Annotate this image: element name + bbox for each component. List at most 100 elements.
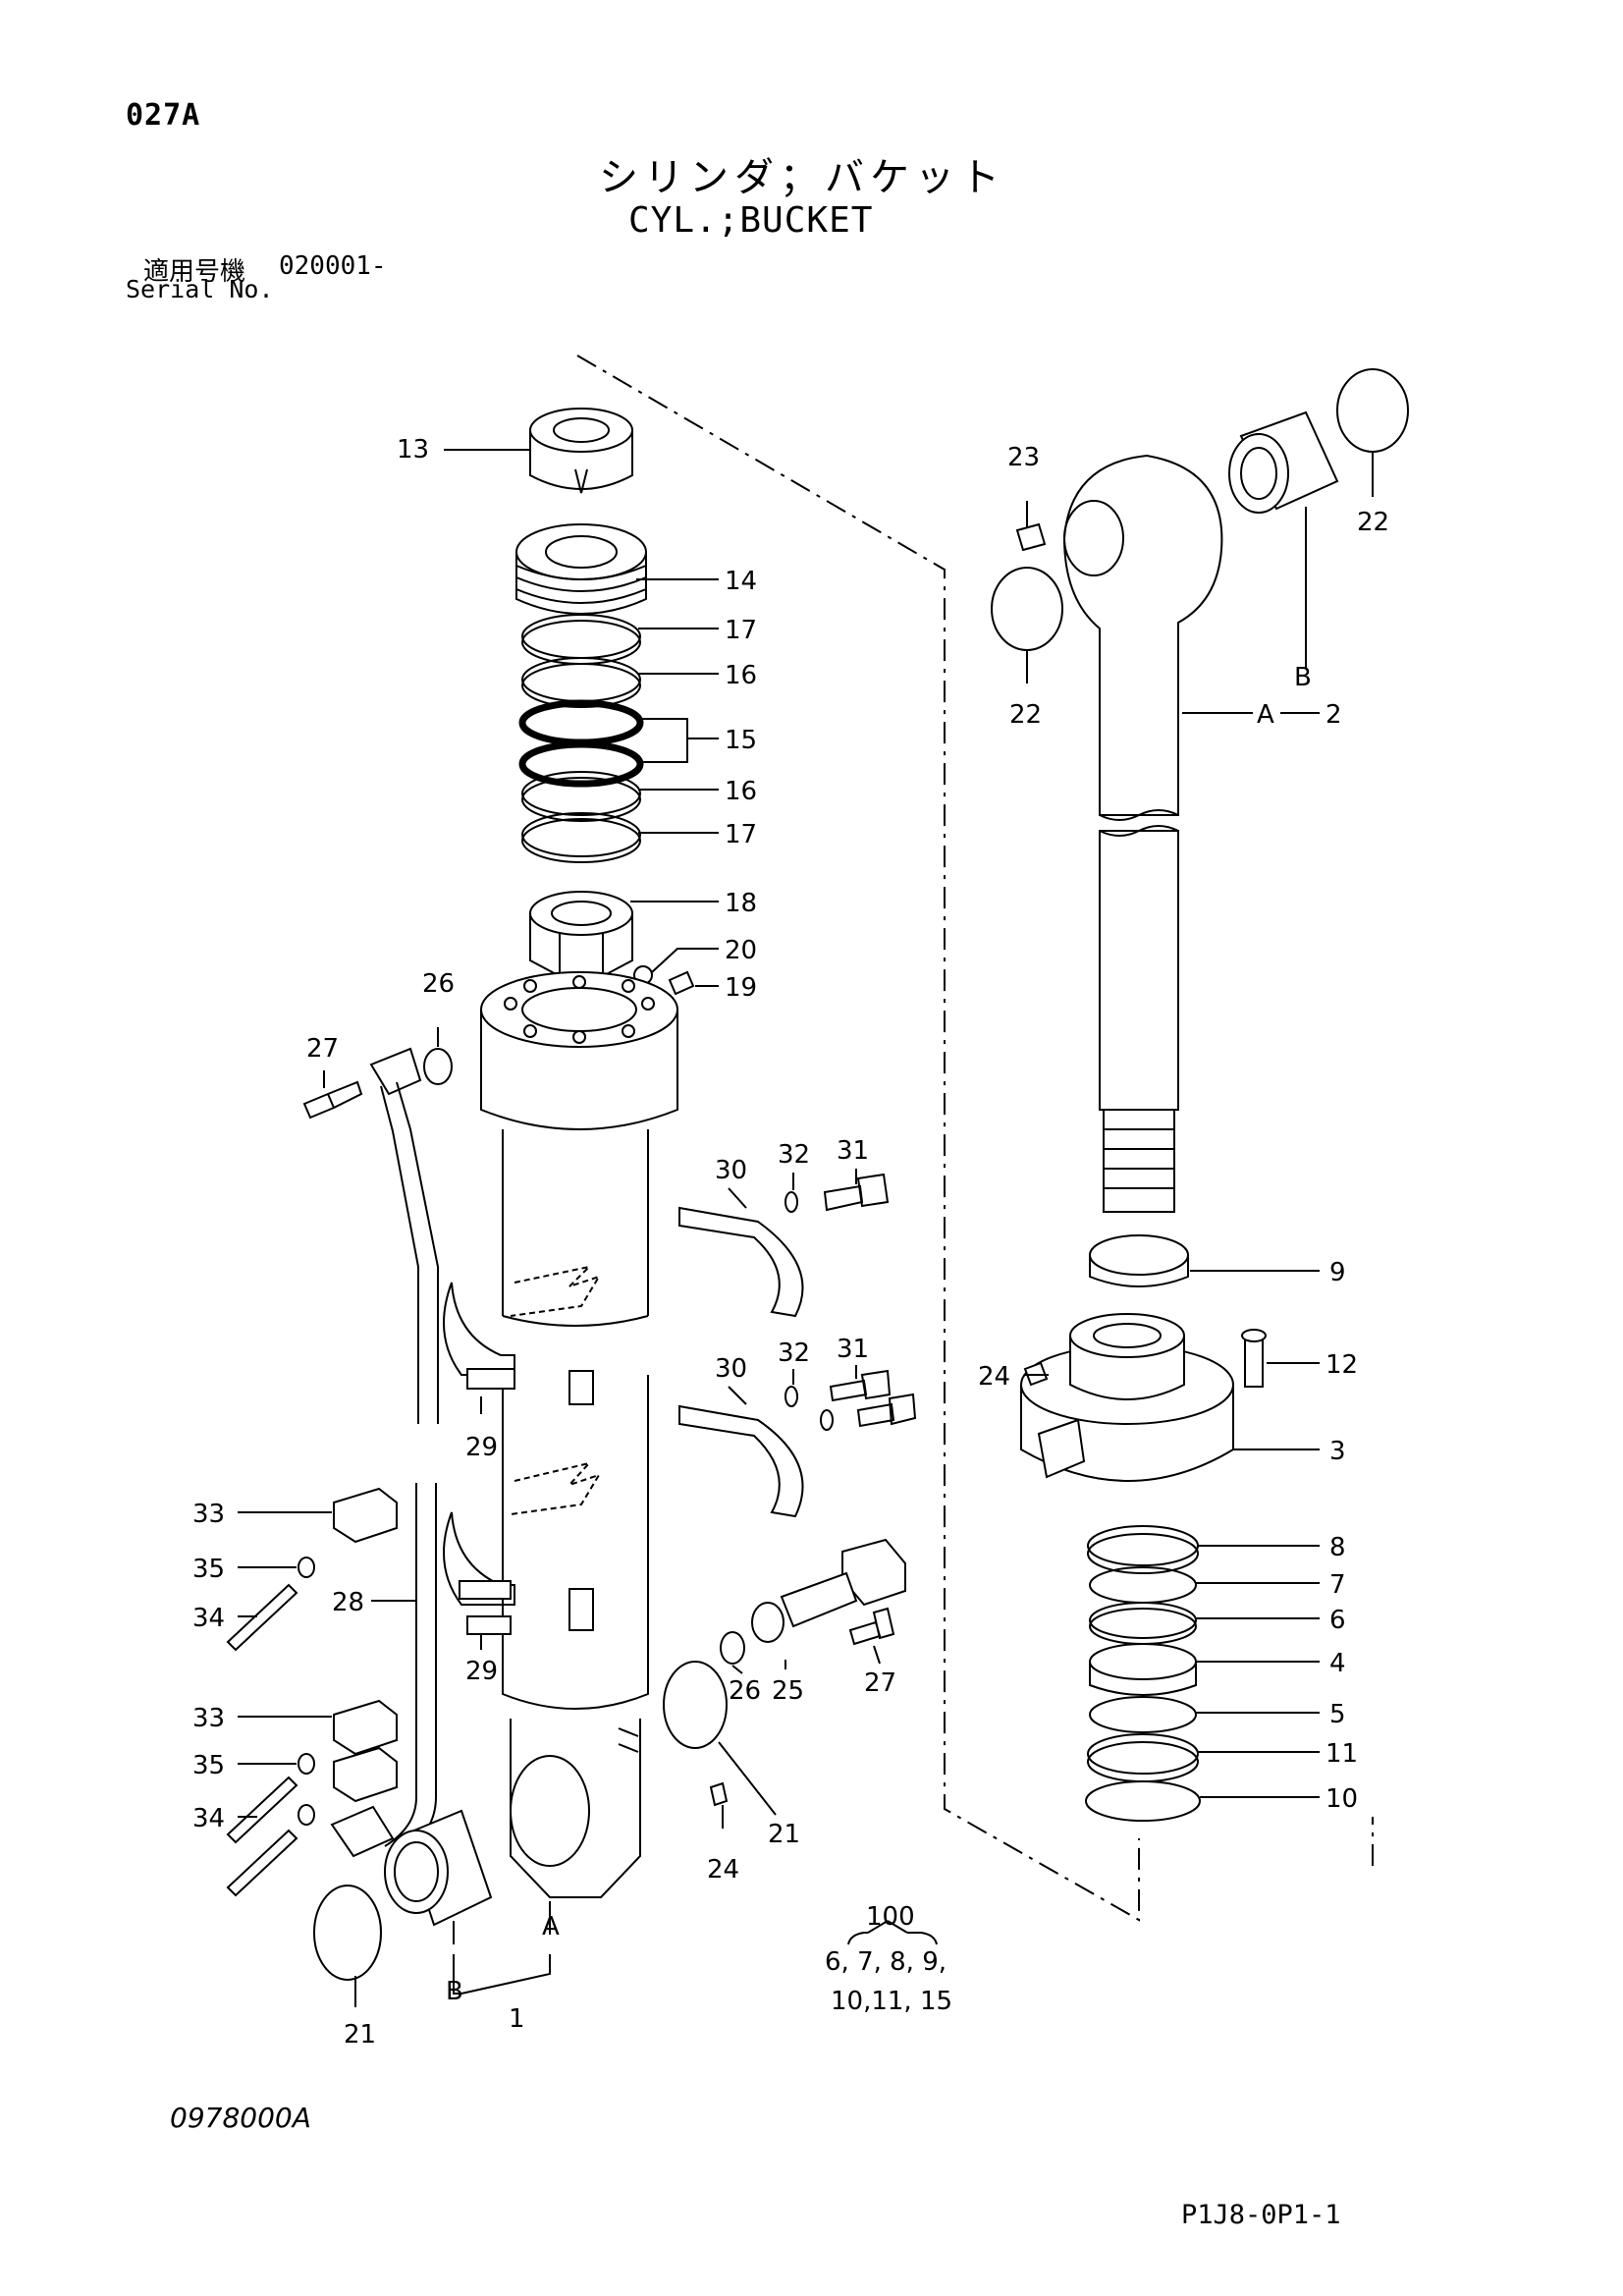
callout-31: 31 <box>837 1335 869 1364</box>
callout-7: 7 <box>1329 1570 1346 1600</box>
cylinder-tube-part <box>480 971 678 1898</box>
callout-28: 28 <box>332 1588 364 1617</box>
cylinder-head-part <box>515 523 647 615</box>
grease-fitting-part <box>1015 522 1047 552</box>
callout-29: 29 <box>465 1657 498 1686</box>
callout-6: 6 <box>1329 1606 1346 1635</box>
callout-9: 9 <box>1329 1258 1346 1287</box>
callout-2: 2 <box>1325 700 1342 730</box>
clamp-bolt-part <box>784 1173 890 1213</box>
letter-b: B <box>446 1977 463 2006</box>
kit-contents-line-1: 6, 7, 8, 9, <box>825 1947 947 1977</box>
callout-1: 1 <box>509 2004 525 2034</box>
callout-10: 10 <box>1325 1784 1358 1814</box>
callout-4: 4 <box>1329 1649 1346 1678</box>
o-ring-part <box>423 1048 453 1085</box>
callout-24: 24 <box>978 1362 1010 1392</box>
callout-22: 22 <box>1357 508 1389 537</box>
letter-a: A <box>542 1912 560 1941</box>
seal-ring-part <box>313 1885 382 1981</box>
callout-23: 23 <box>1007 443 1040 472</box>
wear-ring-part <box>1089 1234 1189 1276</box>
callout-18: 18 <box>725 889 757 918</box>
callout-17: 17 <box>725 616 757 645</box>
callout-24: 24 <box>707 1855 739 1885</box>
callout-26: 26 <box>422 969 455 999</box>
callout-16: 16 <box>725 661 757 690</box>
callout-27: 27 <box>306 1034 339 1064</box>
callout-19: 19 <box>725 973 757 1003</box>
callout-26: 26 <box>729 1676 761 1706</box>
pipe-elbow-part <box>369 1047 439 1424</box>
o-ring-part <box>720 1631 745 1665</box>
callout-11: 11 <box>1325 1739 1358 1769</box>
callout-35: 35 <box>192 1751 225 1780</box>
callout-8: 8 <box>1329 1533 1346 1562</box>
rod-eye-bushing-part <box>1228 410 1339 514</box>
callout-35: 35 <box>192 1555 225 1584</box>
page-reference: P1J8-0P1-1 <box>1181 2200 1341 2230</box>
set-screw-part <box>668 970 695 996</box>
callout-32: 32 <box>778 1140 810 1170</box>
callout-16: 16 <box>725 777 757 806</box>
callout-29: 29 <box>465 1433 498 1462</box>
callout-20: 20 <box>725 936 757 965</box>
pipe-clamp-part <box>443 1404 804 1635</box>
page-title-english: CYL.;BUCKET <box>628 200 874 241</box>
page-title-japanese: シリンダ；バケット <box>599 155 1005 200</box>
holder-bolt-part <box>226 1583 298 1897</box>
piston-nut-part <box>529 891 633 977</box>
clamp-bolt-part <box>784 1369 917 1431</box>
kit-number: 100 <box>866 1902 915 1932</box>
callout-12: 12 <box>1325 1350 1358 1380</box>
letter-a: A <box>1257 700 1274 730</box>
callout-30: 30 <box>715 1156 747 1185</box>
letter-b: B <box>1294 663 1312 692</box>
page-code: 027A <box>126 98 201 133</box>
callout-21: 21 <box>344 2020 376 2050</box>
pipe-holder-block <box>333 1487 398 1803</box>
seal-ring-part <box>991 567 1063 651</box>
piston-seal-stack <box>1085 1525 1201 1822</box>
pipe-clamp-part <box>443 1206 804 1405</box>
callout-14: 14 <box>725 567 757 596</box>
serial-number-value: 020001- <box>279 251 387 281</box>
serial-label-japanese: 適用号機 <box>143 257 246 287</box>
seal-rings-stack <box>518 614 644 863</box>
hydraulic-pipe-part <box>384 1483 437 1857</box>
dust-seal-part <box>529 408 633 494</box>
callout-13: 13 <box>397 435 429 465</box>
callout-34: 34 <box>192 1804 225 1833</box>
callout-21: 21 <box>768 1820 800 1849</box>
piston-part <box>1020 1313 1234 1482</box>
callout-34: 34 <box>192 1604 225 1633</box>
check-valve-part <box>751 1538 906 1643</box>
callout-30: 30 <box>715 1354 747 1384</box>
callout-15: 15 <box>725 726 757 755</box>
callout-3: 3 <box>1329 1437 1346 1466</box>
leader-lines <box>238 449 1374 2007</box>
spring-washer-part <box>298 1557 315 1826</box>
callout-5: 5 <box>1329 1700 1346 1729</box>
grease-fitting-part <box>709 1781 729 1807</box>
pipe-flange-part <box>330 1805 395 1858</box>
callout-17: 17 <box>725 820 757 849</box>
flange-bolt-part <box>302 1080 363 1120</box>
callout-31: 31 <box>837 1136 869 1166</box>
socket-bolt-part <box>1244 1337 1264 1388</box>
serial-label-english: Serial No. <box>126 275 274 303</box>
flange-bolt-part <box>848 1607 895 1646</box>
seal-ring-part <box>663 1661 728 1749</box>
callout-25: 25 <box>772 1676 804 1706</box>
callout-33: 33 <box>192 1500 225 1529</box>
callout-22: 22 <box>1009 700 1042 730</box>
assembly-guide-line <box>576 355 1140 1922</box>
callout-27: 27 <box>864 1668 896 1698</box>
piston-rod-part <box>1062 454 1223 1213</box>
kit-contents-line-2: 10,11, 15 <box>831 1987 952 2016</box>
drawing-number: 0978000A <box>170 2102 311 2134</box>
seal-ring-part <box>1336 368 1409 453</box>
callout-32: 32 <box>778 1339 810 1368</box>
socket-bolt-part <box>1241 1329 1267 1342</box>
